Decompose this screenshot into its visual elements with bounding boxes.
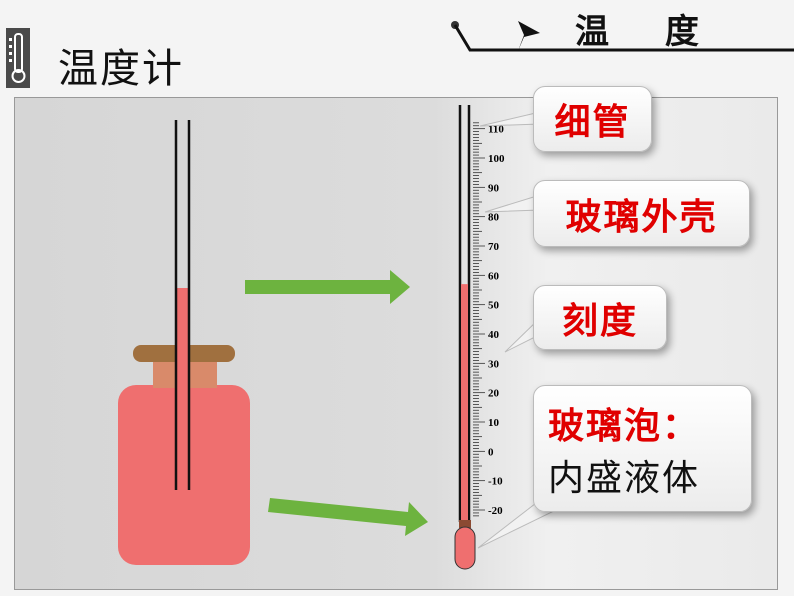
- tube-liquid: [177, 288, 189, 488]
- scale-label: 100: [488, 153, 505, 165]
- callout-shell: 玻璃外壳: [533, 180, 750, 247]
- thermometer-icon: [6, 28, 30, 88]
- scale-label: 50: [488, 300, 500, 312]
- page-title: 温度计: [58, 46, 184, 92]
- bulb: [454, 526, 476, 570]
- scale-label: 40: [488, 329, 500, 341]
- section-line: [451, 21, 794, 52]
- arrow-right-icon: [245, 270, 410, 304]
- scale-label: 10: [488, 417, 500, 429]
- callout-bulb-desc: 内盛液体: [548, 457, 701, 499]
- arrow-bullet-icon: [518, 21, 540, 51]
- scale-label: -20: [488, 505, 503, 517]
- section-title: 温 度: [575, 12, 721, 52]
- scale-label: 110: [488, 124, 504, 136]
- callout-scale: 刻度: [533, 285, 667, 350]
- scale-label: -10: [488, 476, 503, 488]
- flask-model: [118, 120, 250, 565]
- scale-label: 90: [488, 182, 500, 194]
- scale-label: 70: [488, 241, 500, 253]
- scale-label: 60: [488, 270, 500, 282]
- scale-label: 30: [488, 358, 500, 370]
- scale-label: 0: [488, 446, 494, 458]
- callout-tube: 细管: [533, 86, 652, 152]
- arrow-right-icon: [268, 498, 428, 536]
- arrow-icons: [245, 270, 428, 536]
- scale-label: 80: [488, 212, 500, 224]
- scale-label: 20: [488, 388, 500, 400]
- callout-bulb: 玻璃泡： 内盛液体: [533, 385, 752, 512]
- callout-bulb-title: 玻璃泡：: [548, 404, 701, 447]
- liquid-column: [461, 284, 468, 525]
